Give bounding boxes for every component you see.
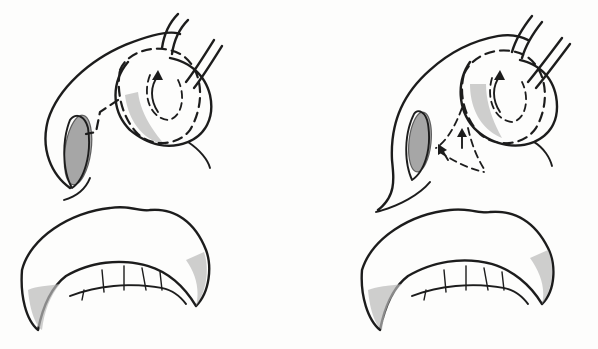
left-flap-shading: [125, 92, 165, 145]
left-nostril-opening: [60, 114, 95, 187]
left-gum-line: [70, 285, 186, 304]
left-upper-lip: [22, 207, 210, 330]
right-gum-line: [412, 285, 528, 304]
left-columella-base: [188, 142, 210, 168]
left-teeth: [82, 266, 162, 300]
right-columella-base: [534, 142, 552, 166]
left-rotation-arrow-head: [152, 70, 163, 80]
left-panel: [22, 14, 222, 330]
left-lip-shading-right: [186, 252, 207, 306]
right-teeth: [424, 266, 504, 300]
left-rotation-arrow-line: [152, 76, 158, 112]
right-nasal-ala-lower: [376, 182, 430, 212]
right-upper-lip: [362, 210, 554, 330]
right-rotation-arrow-head: [494, 70, 505, 80]
right-rotation-arrow-line: [494, 76, 500, 112]
right-nasal-ala-outline: [378, 35, 528, 210]
right-arrow-head-b: [457, 128, 467, 137]
right-panel: [362, 16, 570, 330]
right-dashed-incision-1: [436, 108, 462, 148]
